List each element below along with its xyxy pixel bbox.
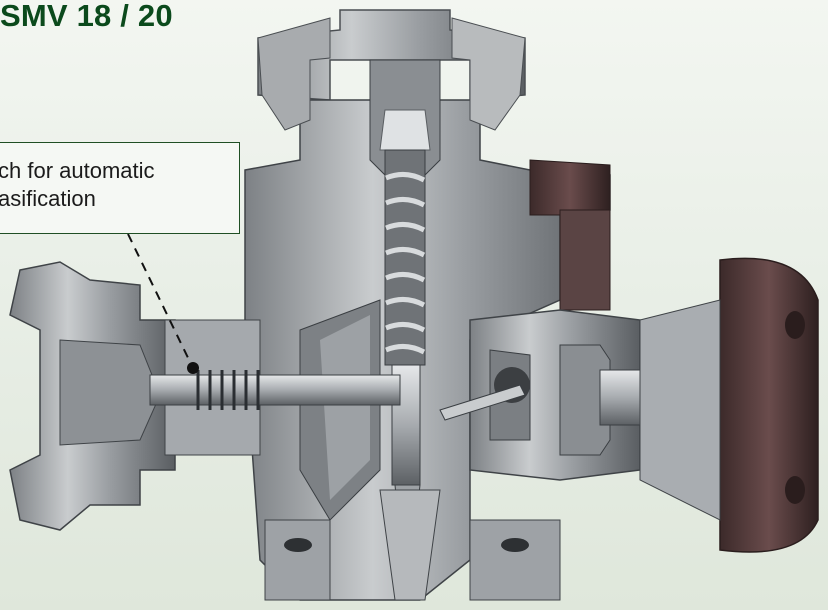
- callout-text-line-2: asification: [0, 186, 96, 211]
- page-title: SMV 18 / 20: [0, 0, 173, 33]
- callout-text-line-1: ch for automatic: [0, 158, 155, 183]
- spring-icon: [385, 172, 426, 355]
- callout-box: ch for automatic asification: [0, 142, 240, 234]
- callout-leader-line: [127, 233, 199, 374]
- small-spring-icon: [196, 370, 260, 410]
- valve-body: [9, 9, 819, 601]
